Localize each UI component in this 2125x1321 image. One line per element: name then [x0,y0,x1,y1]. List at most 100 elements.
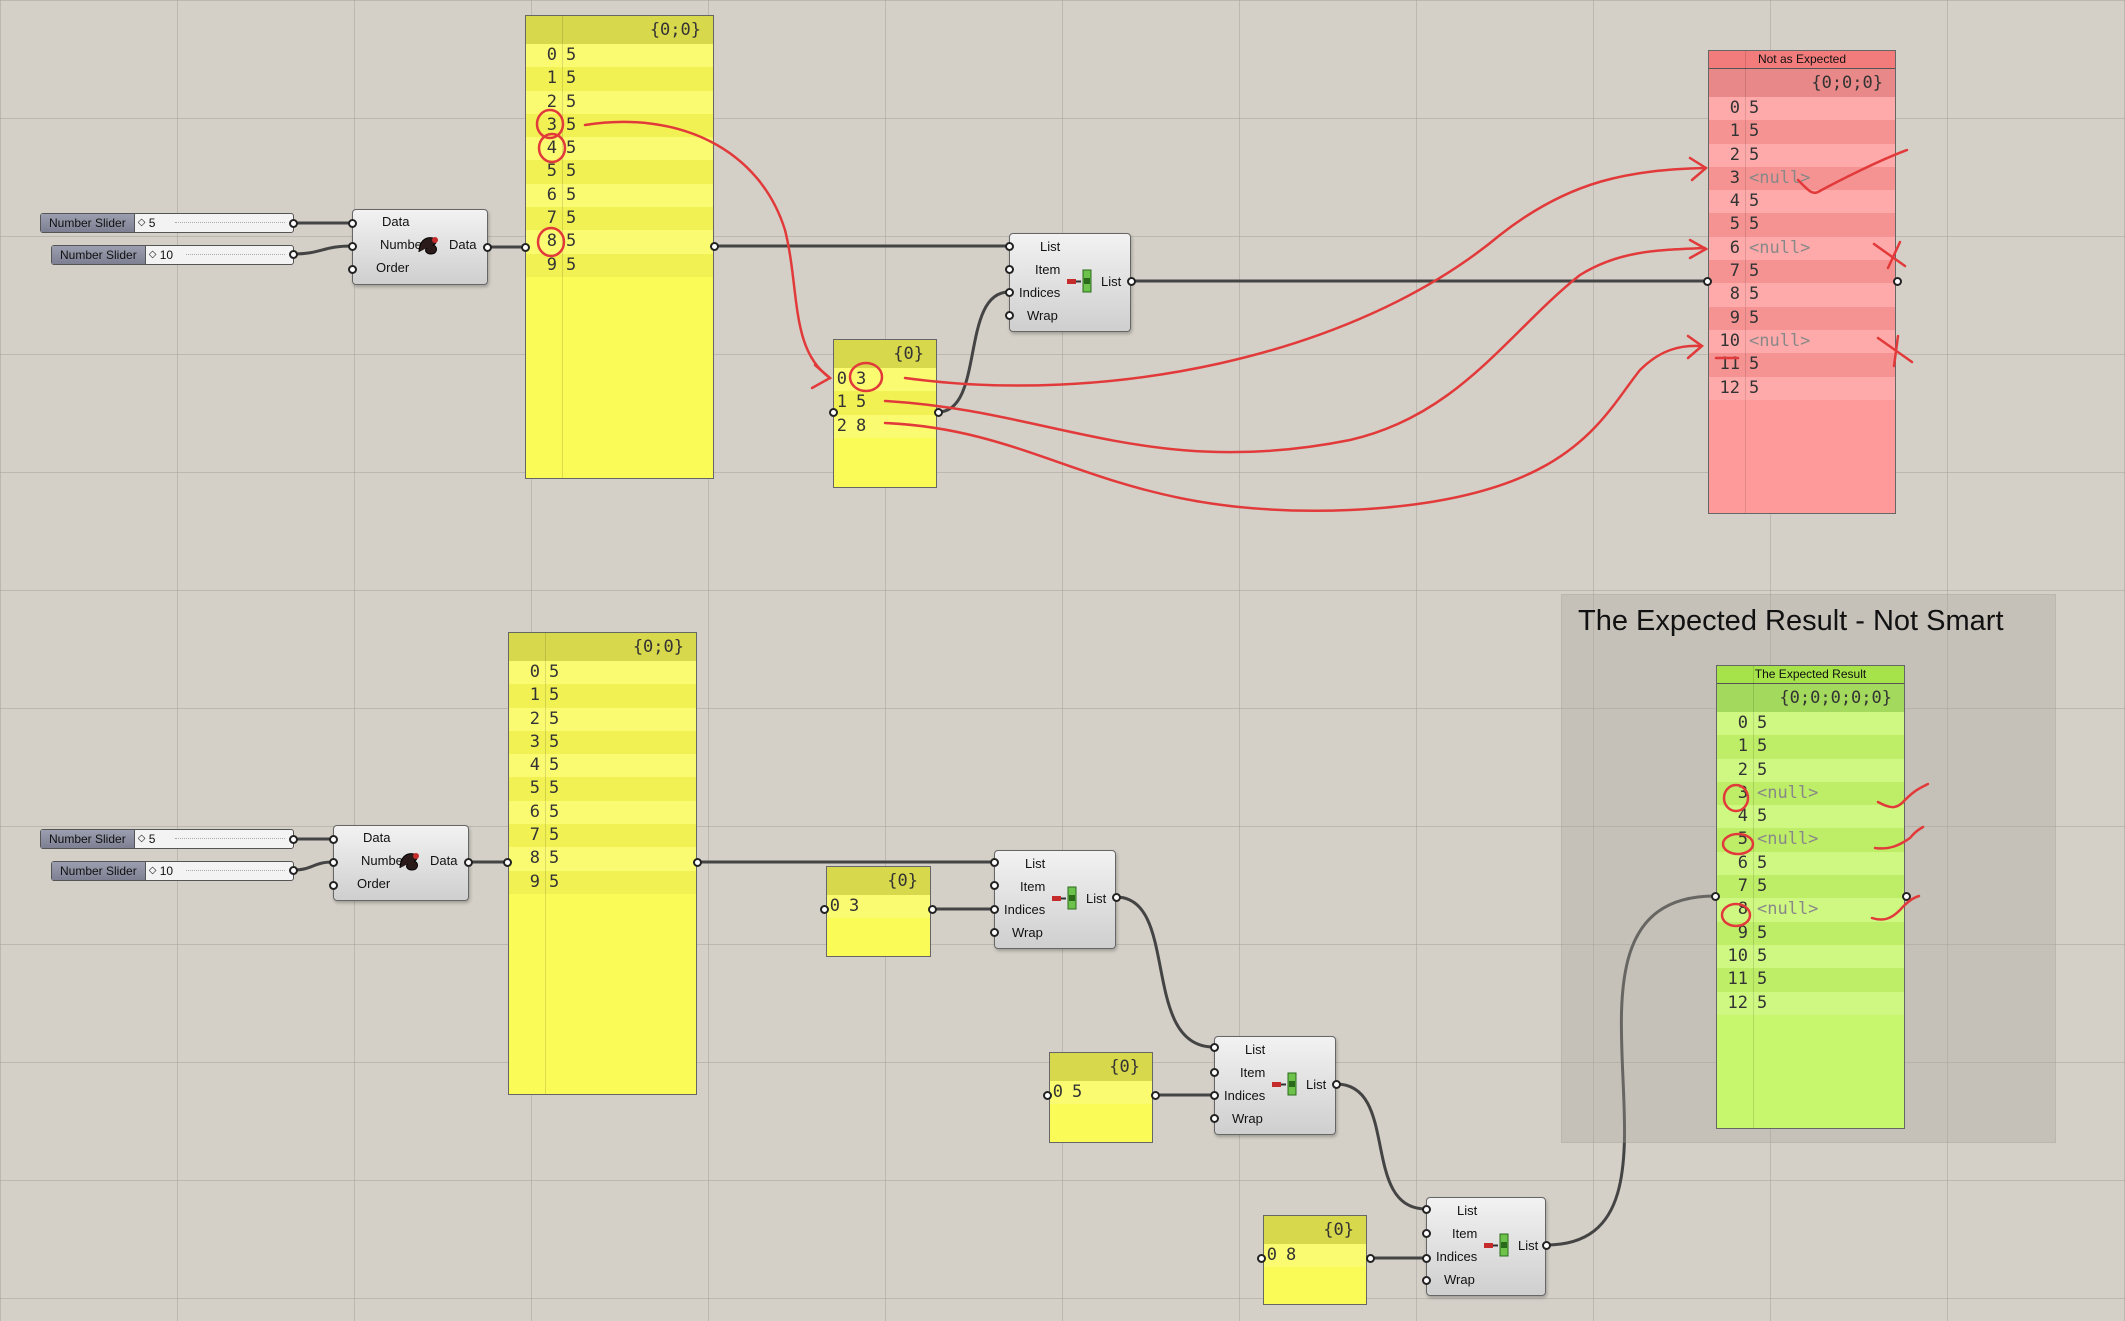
row-value: <null> [1749,237,1811,258]
connection-port[interactable] [348,242,357,251]
connection-port[interactable] [1005,288,1014,297]
connection-port[interactable] [1210,1091,1219,1100]
connection-port[interactable] [348,265,357,274]
sort-list-component-2[interactable]: Data Number Order Data [333,825,469,901]
connection-port[interactable] [1422,1229,1431,1238]
connection-port[interactable] [1902,892,1911,901]
connection-port[interactable] [820,905,829,914]
row-value: 5 [1757,736,1768,757]
slider-value-field[interactable]: 5 [135,214,293,232]
connection-port[interactable] [348,219,357,228]
slider-track[interactable] [185,254,285,255]
row-index: 1 [1729,121,1740,142]
connection-port[interactable] [990,928,999,937]
arrowhead [1688,156,1709,182]
slider-value-field[interactable]: 10 [146,246,293,264]
connection-port[interactable] [693,858,702,867]
output-data-label: Data [430,853,458,868]
connection-port[interactable] [1711,892,1720,901]
connection-port[interactable] [464,858,473,867]
connection-port[interactable] [829,408,838,417]
row-value: 5 [1749,144,1760,165]
slider-track[interactable] [174,838,285,839]
connection-port[interactable] [329,835,338,844]
row-index: 9 [529,871,540,892]
sort-list-component[interactable]: Data Number Order Data [352,209,488,285]
slider-track[interactable] [174,222,285,223]
connection-port[interactable] [1542,1241,1551,1250]
list-item-component-3[interactable]: List Item Indices Wrap List [1426,1197,1546,1296]
connection-port[interactable] [1257,1254,1266,1263]
connection-port[interactable] [990,881,999,890]
connection-port[interactable] [1703,277,1712,286]
number-slider-range[interactable]: Number Slider 10 [51,245,294,265]
connection-port[interactable] [521,243,530,252]
number-slider-range-2[interactable]: Number Slider 10 [51,861,294,881]
slider-value-field[interactable]: 10 [146,862,293,880]
connection-port[interactable] [1332,1080,1341,1089]
slider-value-field[interactable]: 5 [135,830,293,848]
list-item-component-2[interactable]: List Item Indices Wrap List [1214,1036,1336,1135]
connection-port[interactable] [289,835,298,844]
connection-port[interactable] [1422,1205,1431,1214]
connection-port[interactable] [710,242,719,251]
connection-port[interactable] [289,250,298,259]
list-item-component[interactable]: List Item Indices Wrap List [1009,233,1131,332]
connection-port[interactable] [329,858,338,867]
connection-port[interactable] [1005,242,1014,251]
connection-port[interactable] [1366,1254,1375,1263]
row-index: 10 [1719,330,1740,351]
connection-port[interactable] [990,905,999,914]
connection-port[interactable] [1112,893,1121,902]
connection-port[interactable] [1127,277,1136,286]
connection-port[interactable] [1005,265,1014,274]
connection-port[interactable] [934,408,943,417]
row-value: 5 [549,848,560,869]
connection-port[interactable] [1210,1043,1219,1052]
row-index: 0 [546,45,557,65]
row-value: 5 [1749,354,1760,375]
connection-port[interactable] [1893,277,1902,286]
connection-port[interactable] [928,905,937,914]
row-index: 1 [1737,736,1748,757]
connection-port[interactable] [1210,1068,1219,1077]
slider-track[interactable] [185,870,285,871]
connection-port[interactable] [1043,1091,1052,1100]
connection-port[interactable] [1422,1254,1431,1263]
connection-port[interactable] [990,858,999,867]
connection-port[interactable] [503,858,512,867]
connection-port[interactable] [483,243,492,252]
connection-port[interactable] [1422,1276,1431,1285]
panel-row: 8<null> [1717,898,1904,922]
number-slider-count[interactable]: Number Slider 5 [40,213,294,233]
connection-port[interactable] [289,866,298,875]
connection-port[interactable] [329,881,338,890]
row-value: 5 [1749,214,1760,235]
row-index: 1 [529,685,540,706]
connection-port[interactable] [1151,1091,1160,1100]
row-value: <null> [1757,782,1819,803]
connection-port[interactable] [1005,311,1014,320]
panel-divider [1745,51,1746,513]
row-value: 5 [1072,1082,1083,1102]
number-slider-count-2[interactable]: Number Slider 5 [40,829,294,849]
row-value: <null> [1757,829,1819,850]
row-index: 2 [1729,144,1740,165]
connection-port[interactable] [1210,1114,1219,1123]
connection-port[interactable] [289,219,298,228]
list-item-component-1[interactable]: List Item Indices Wrap List [994,850,1116,949]
row-index: 5 [1729,214,1740,235]
